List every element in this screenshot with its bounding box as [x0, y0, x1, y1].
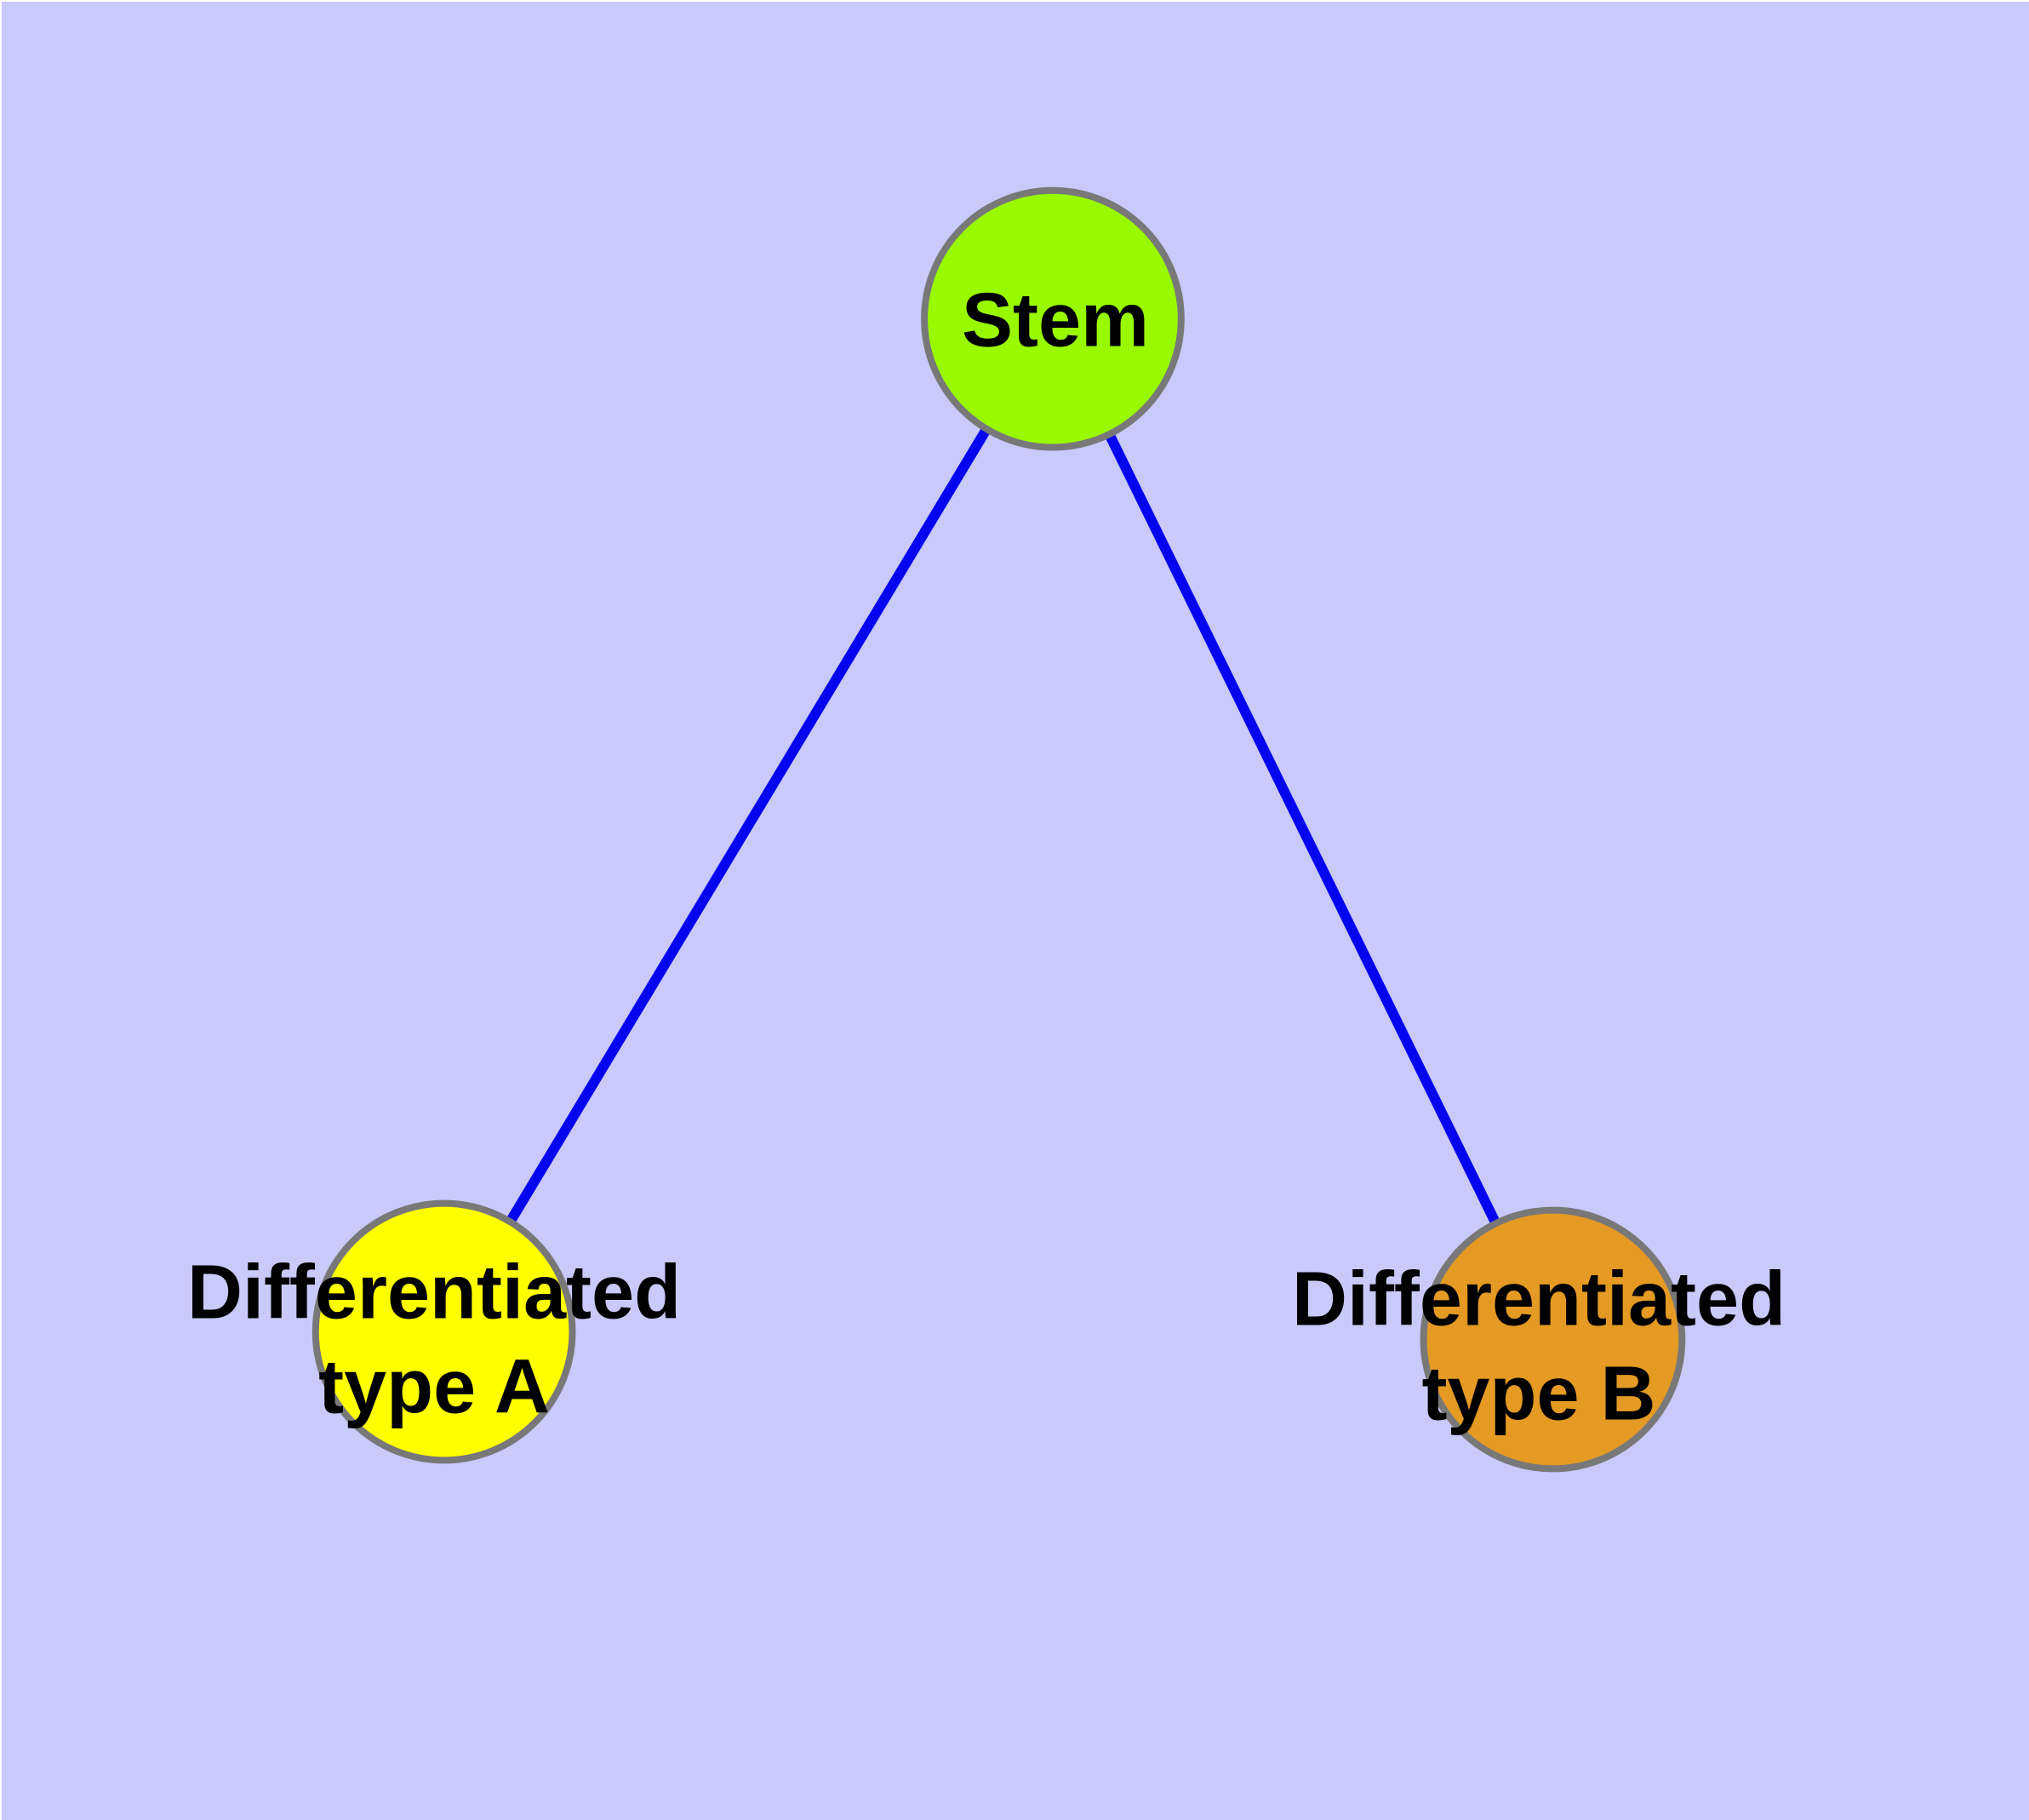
node-type-a-label-line2: type A	[318, 1344, 550, 1429]
edge-stem-to-type-a	[439, 316, 1058, 1335]
node-type-a-circle	[311, 1199, 576, 1464]
node-type-b-label: Differentiated type B	[1292, 1252, 1786, 1440]
edge-stem-to-type-b	[1048, 317, 1557, 1342]
node-type-b-label-line1: Differentiated	[1291, 1256, 1786, 1342]
node-type-a-label: Differentiated type A	[187, 1245, 681, 1434]
node-stem-label-text: Stem	[961, 278, 1150, 363]
node-type-a-label-line1: Differentiated	[186, 1250, 682, 1336]
node-stem-circle	[921, 186, 1185, 451]
node-type-b-circle	[1420, 1206, 1686, 1473]
node-type-b-label-line2: type B	[1421, 1351, 1656, 1436]
node-stem-label: Stem	[962, 274, 1149, 369]
